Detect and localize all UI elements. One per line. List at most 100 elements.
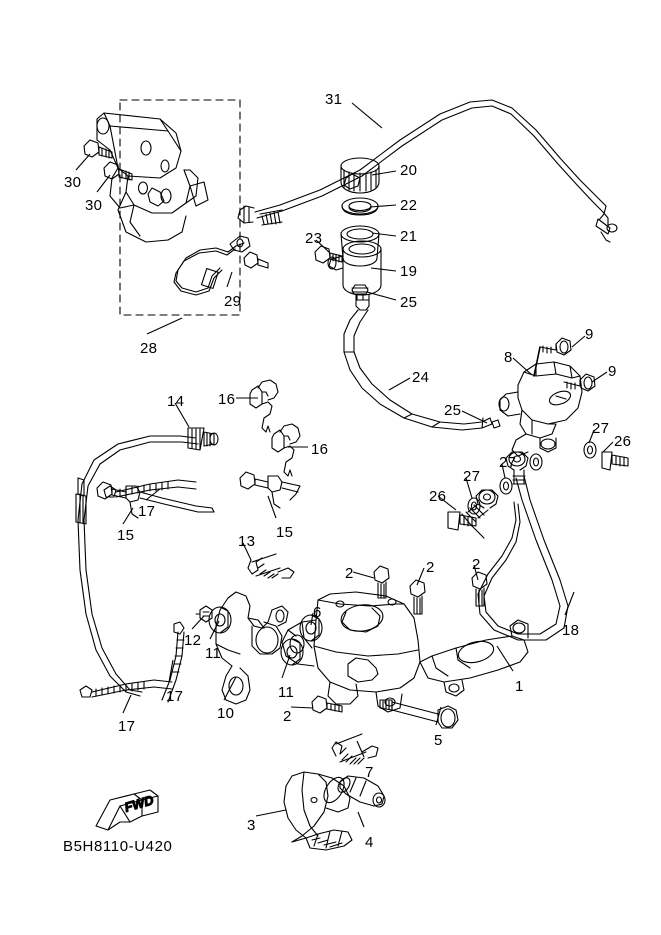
bolt-9-lower (563, 373, 596, 392)
brake-cable-14 (75, 427, 219, 697)
reservoir-hose-24 (343, 309, 501, 431)
callout-number-21: 21 (400, 228, 418, 245)
leader-line-2 (290, 706, 314, 709)
brake-pedal-3 (283, 771, 353, 851)
leader-line-5 (435, 706, 442, 726)
cable-tie-17-c (79, 679, 173, 698)
leader-line-1 (496, 645, 514, 672)
leader-line-3 (255, 809, 287, 817)
callout-number-11: 11 (205, 645, 222, 662)
cable-tie-17-b (161, 621, 185, 703)
bolt-30-upper (83, 139, 113, 159)
leader-line-21 (371, 232, 397, 237)
callout-number-29: 29 (224, 293, 242, 310)
leader-line-15 (267, 495, 277, 519)
callout-number-18: 18 (562, 622, 580, 639)
callout-number-2: 2 (472, 556, 481, 573)
leader-line-18 (564, 591, 575, 616)
callout-number-11: 11 (278, 684, 295, 701)
callout-number-27: 27 (499, 454, 517, 471)
callout-number-2: 2 (345, 565, 354, 582)
callout-number-30: 30 (85, 197, 103, 214)
callout-number-27: 27 (592, 420, 610, 437)
fwd-arrow-marker (95, 789, 159, 831)
leader-line-6 (310, 612, 314, 626)
return-spring-13 (247, 553, 295, 579)
bolt-2-a (373, 565, 390, 599)
callout-number-4: 4 (365, 834, 374, 851)
washer-27-lower-b (467, 497, 481, 515)
bolt-26-upper (601, 451, 629, 471)
pedal-pad-4 (337, 775, 386, 808)
leader-line-26 (602, 441, 614, 453)
leader-line-7 (356, 740, 365, 758)
callout-number-14: 14 (167, 393, 185, 410)
callout-number-17: 17 (118, 718, 136, 735)
callout-number-26: 26 (429, 488, 447, 505)
washer-27-lower-a (499, 477, 513, 495)
washer-27-upper-b (583, 441, 597, 459)
callout-number-17: 17 (138, 503, 156, 520)
hose-clip-16-upper (249, 379, 279, 433)
callout-number-12: 12 (184, 632, 202, 649)
reservoir-cap-20 (340, 157, 380, 194)
reservoir-diaphragm-22 (341, 197, 379, 216)
hose-clamp-25-upper (351, 284, 369, 301)
callout-number-17: 17 (166, 688, 184, 705)
callout-number-25: 25 (444, 402, 462, 419)
reservoir-tank-19 (327, 240, 382, 311)
leader-line-9 (571, 335, 586, 348)
washer-27-upper-a (529, 453, 543, 471)
leader-line-20 (371, 170, 397, 176)
leader-line-19 (370, 267, 397, 272)
callout-number-26: 26 (614, 433, 632, 450)
bolt-2-d (311, 695, 343, 714)
callout-number-15: 15 (276, 524, 294, 541)
leader-line-25 (366, 291, 397, 301)
leader-line-4 (357, 811, 365, 828)
cable-tie-17-a (103, 479, 197, 498)
leader-line-30 (96, 174, 111, 193)
leader-line-2 (473, 564, 479, 581)
master-cylinder-8 (498, 361, 583, 457)
callout-number-23: 23 (305, 230, 323, 247)
callout-number-8: 8 (504, 349, 513, 366)
leader-9-group (533, 346, 541, 377)
assembly-group-box-28 (119, 99, 241, 316)
leader-line-8 (512, 357, 533, 376)
leader-line-14 (174, 402, 190, 428)
diagram-code: B5H8110-U420 (63, 838, 173, 855)
leader-line-17 (145, 488, 161, 501)
bolt-9-upper (539, 337, 572, 356)
cable-clamp-15-right (239, 471, 301, 509)
leader-line-31 (351, 102, 383, 129)
callout-number-30: 30 (64, 174, 82, 191)
callout-number-5: 5 (434, 732, 443, 749)
pivot-bolt-5 (379, 699, 459, 729)
leader-line-27 (465, 477, 473, 499)
callout-number-20: 20 (400, 162, 418, 179)
bushing-11-right (280, 638, 304, 666)
callout-number-16: 16 (218, 391, 236, 408)
callout-number-2: 2 (283, 708, 292, 725)
bolt-26-lower (447, 511, 477, 531)
callout-number-22: 22 (400, 197, 418, 214)
leader-line-11 (281, 654, 291, 679)
callout-number-27: 27 (463, 468, 481, 485)
leader-line-12 (191, 615, 205, 630)
callout-number-9: 9 (585, 326, 594, 343)
leader-line-2 (352, 571, 375, 579)
leader-line-23 (315, 239, 331, 254)
leader-line-22 (369, 204, 397, 208)
bolt-2-b (409, 579, 426, 615)
leader-line-10 (223, 676, 237, 701)
leader-line-9 (591, 371, 608, 383)
callout-number-28: 28 (140, 340, 158, 357)
callout-number-16: 16 (311, 441, 329, 458)
callout-number-10: 10 (217, 705, 235, 722)
leader-line-15 (122, 507, 134, 525)
callout-number-24: 24 (412, 369, 430, 386)
callout-number-6: 6 (313, 604, 322, 621)
